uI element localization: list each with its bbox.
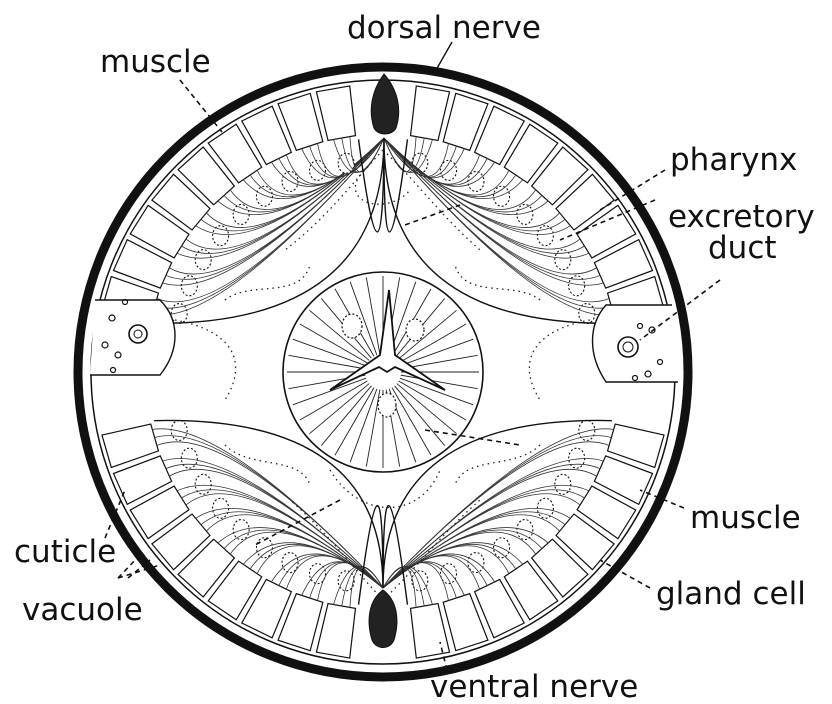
lateral-cord-left bbox=[90, 300, 175, 375]
label-cuticle: cuticle bbox=[14, 534, 116, 570]
muscle-cell bbox=[411, 604, 450, 659]
muscle-nucleus bbox=[256, 186, 272, 206]
pharynx-nucleus bbox=[342, 314, 362, 338]
label-gland-cell: gland cell bbox=[656, 576, 806, 612]
muscle-nucleus bbox=[494, 186, 510, 206]
muscle-fiber bbox=[230, 138, 384, 209]
excretory-duct bbox=[618, 337, 638, 357]
muscle-cell bbox=[411, 86, 450, 141]
muscle-nucleus bbox=[233, 520, 249, 540]
label-ventral-nerve: ventral nerve bbox=[430, 669, 638, 704]
label-muscle-right: muscle bbox=[690, 500, 801, 536]
label-duct: duct bbox=[708, 230, 777, 266]
pharynx bbox=[283, 272, 483, 472]
muscle-cell bbox=[316, 86, 355, 141]
muscle-nucleus bbox=[537, 226, 553, 246]
muscle-nucleus bbox=[282, 553, 298, 573]
muscle-nucleus bbox=[517, 520, 533, 540]
left-canal bbox=[129, 325, 147, 343]
lateral-cord-right bbox=[593, 305, 679, 382]
pharynx-nucleus bbox=[406, 319, 424, 341]
muscle-cell bbox=[316, 604, 355, 659]
label-dorsal-nerve: dorsal nerve bbox=[347, 10, 541, 46]
label-muscle-top: muscle bbox=[100, 44, 211, 80]
muscle-nucleus bbox=[213, 226, 229, 246]
label-vacuole: vacuole bbox=[22, 592, 143, 628]
pharynx-nucleus bbox=[378, 393, 396, 417]
muscle-nucleus bbox=[468, 553, 484, 573]
ventral-nerve bbox=[369, 590, 397, 648]
dorsal-nerve bbox=[371, 74, 398, 134]
label-pharynx: pharynx bbox=[670, 142, 797, 178]
